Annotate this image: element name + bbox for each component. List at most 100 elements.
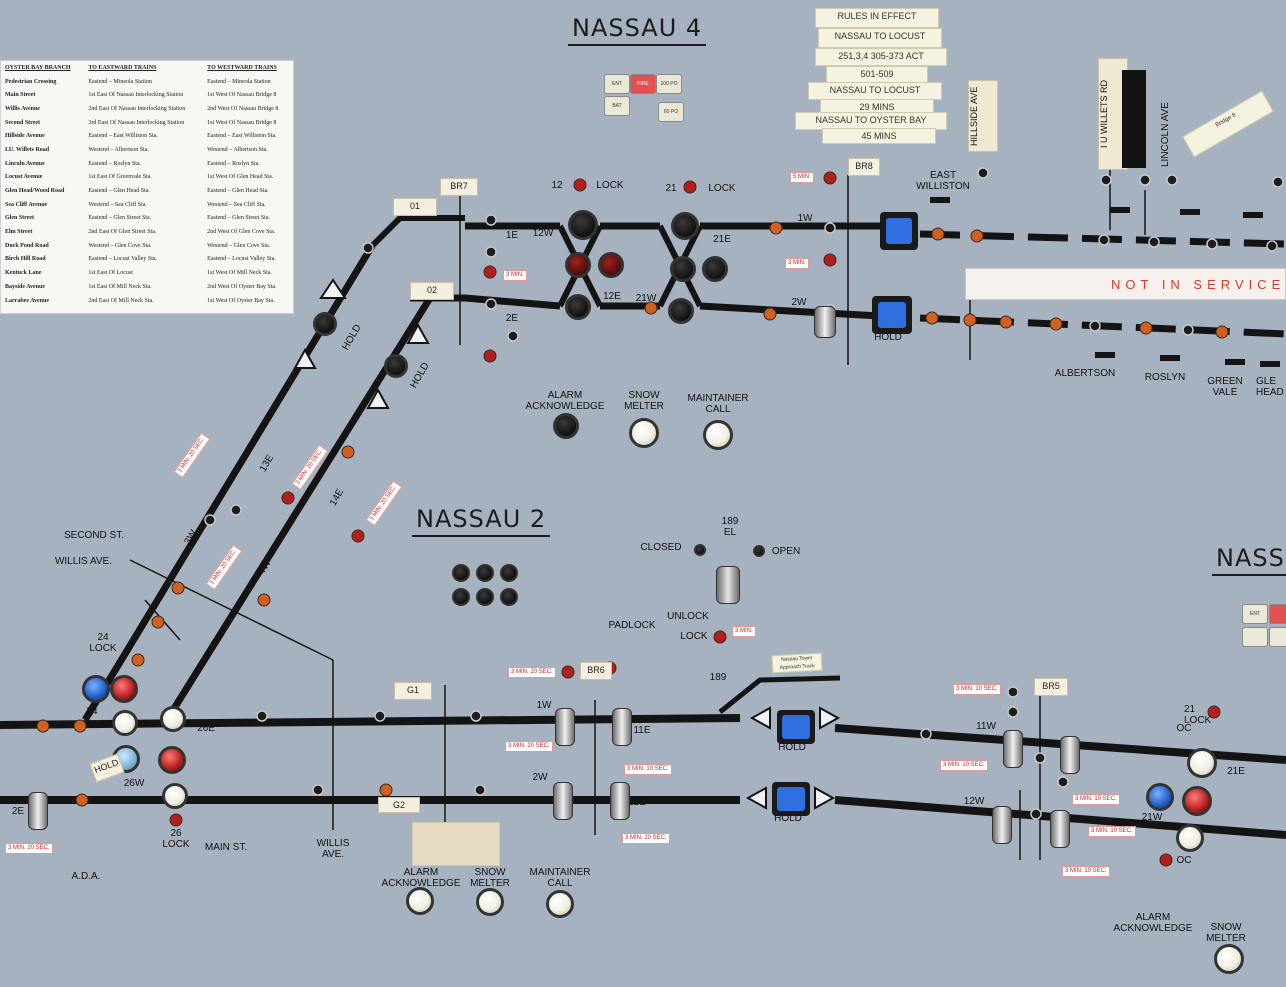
switch-knob-21w[interactable] — [668, 298, 694, 324]
lamp-24-blue — [82, 675, 110, 703]
track-stud — [1034, 752, 1046, 764]
snow-melter-button-lower[interactable] — [476, 888, 504, 916]
label-lock: LOCK — [680, 631, 708, 642]
label-12e-lower: 12E — [628, 797, 646, 808]
switch-lever-2e[interactable] — [28, 792, 48, 830]
six-button-block — [448, 560, 522, 608]
switch-lever-11w[interactable] — [1003, 730, 1023, 768]
indicator-lamp — [483, 349, 497, 363]
timer-tag: 3 MIN. 10 SEC. — [1072, 794, 1120, 805]
timer-tag: 3 MIN. 10 SEC. — [1088, 826, 1136, 837]
timer-tag: 3 MIN. 20 SEC. — [508, 667, 556, 678]
maintainer-call-button-lower[interactable] — [546, 890, 574, 918]
indicator-lamp — [683, 180, 697, 194]
alarm-ack-button-upper[interactable] — [553, 413, 579, 439]
indicator-lamp — [925, 311, 939, 325]
switch-lever-lower-right[interactable] — [1050, 810, 1070, 848]
snow-melter-button-upper[interactable] — [629, 418, 659, 448]
track-stud — [824, 222, 836, 234]
lamp-21-red — [1182, 786, 1212, 816]
hold-knob-1[interactable] — [313, 312, 337, 336]
snow-melter-label-lower: SNOW MELTER — [470, 867, 510, 889]
block-button[interactable] — [500, 564, 518, 582]
rules-line-2: NASSAU TO LOCUST — [818, 28, 942, 48]
switch-lever-12e[interactable] — [610, 782, 630, 820]
signal-arrow-7 — [745, 786, 767, 810]
switch-lever-upper-right[interactable] — [1060, 736, 1080, 774]
hold-knob-2[interactable] — [384, 354, 408, 378]
label-willis-ave: WILLIS AVE. — [54, 556, 112, 567]
po60-key[interactable]: 60 PO — [658, 102, 684, 122]
ent-key-right[interactable]: ENT — [1242, 604, 1268, 624]
notice-cell: Hillside Avenue — [5, 133, 45, 140]
notice-cell: 1st East Of Mill Neck Sta. — [88, 283, 152, 290]
track-stud — [1057, 776, 1069, 788]
timer-tag: 3 MIN. 20 SEC. — [505, 741, 553, 752]
signal-arrow-5 — [749, 706, 771, 730]
maintainer-call-button-upper[interactable] — [703, 420, 733, 450]
gate-lever[interactable] — [716, 566, 740, 604]
indicator-lamp — [341, 445, 355, 459]
label-24: 24 — [86, 706, 98, 717]
alarm-ack-label-upper: ALARM ACKNOWLEDGE — [525, 390, 605, 412]
notice-header: TO EASTWARD TRAINS — [88, 64, 157, 71]
alarm-ack-button-lower[interactable] — [406, 887, 434, 915]
snow-melter-button-right[interactable] — [1214, 944, 1244, 974]
block-button[interactable] — [476, 564, 494, 582]
notice-cell: 2nd West Of Oyster Bay Sta. — [207, 283, 277, 290]
not-in-service-banner: NOT IN SERVICE — [965, 268, 1286, 300]
notice-cell: 1st East Of Greenvale Sta. — [88, 174, 152, 181]
notice-cell: Eastend – Glen Head Sta. — [207, 188, 269, 195]
label-26-lock: 26 LOCK — [162, 828, 190, 850]
track-stud — [1166, 174, 1178, 186]
indicator-lamp — [769, 221, 783, 235]
notice-cell: I.U. Willets Road — [5, 146, 50, 153]
timer-tag: 5 MIN. — [790, 172, 814, 183]
nassau-partial-title: NASS — [1212, 544, 1286, 576]
switch-lever-12w[interactable] — [992, 806, 1012, 844]
bat-key[interactable]: BAT — [604, 96, 630, 116]
notice-cell: Westend – Glen Cove Sta. — [207, 242, 271, 249]
tag-br8: BR8 — [848, 158, 880, 176]
po100-key[interactable]: 100 PO — [656, 74, 682, 94]
tag-g2: G2 — [378, 797, 420, 813]
switch-lever-11e[interactable] — [612, 708, 632, 746]
notice-cell: Willis Avenue — [5, 105, 40, 112]
notice-cell: 1st West Of Glen Head Sta. — [207, 174, 274, 181]
block-button[interactable] — [452, 588, 470, 606]
track-stud — [1100, 174, 1112, 186]
indicator-lamp — [823, 171, 837, 185]
lock-knob-12[interactable] — [568, 210, 598, 240]
maintainer-call-label-upper: MAINTAINER CALL — [687, 393, 749, 415]
fire-key[interactable]: FIRE — [630, 74, 656, 94]
indicator-lamp — [257, 593, 271, 607]
block-button[interactable] — [500, 588, 518, 606]
indicator-lamp — [1215, 325, 1229, 339]
switch-lever-2w[interactable] — [553, 782, 573, 820]
indicator-lamp — [1159, 853, 1173, 867]
switch-lever-2w-upper[interactable] — [814, 306, 836, 338]
track-stud — [1139, 174, 1151, 186]
label-oc-2: OC — [1176, 855, 1192, 866]
lock-knob-21[interactable] — [671, 212, 699, 240]
notice-cell: Eastend – Glen Street Sta. — [207, 215, 270, 222]
fire-key-right[interactable] — [1269, 604, 1286, 624]
label-24-lock: 24 LOCK — [89, 632, 117, 654]
indicator-lamp — [75, 793, 89, 807]
key-right-4[interactable] — [1269, 627, 1286, 647]
snow-melter-label-right: SNOW MELTER — [1206, 922, 1246, 944]
switch-lever-1w[interactable] — [555, 708, 575, 746]
key-right-3[interactable] — [1242, 627, 1268, 647]
timer-tag: 3 MIN. 10 SEC. — [953, 684, 1001, 695]
switch-knob-12e[interactable] — [565, 294, 591, 320]
ent-key[interactable]: ENT — [604, 74, 630, 94]
block-button[interactable] — [476, 588, 494, 606]
label-lock-12: LOCK — [596, 180, 624, 191]
block-button[interactable] — [452, 564, 470, 582]
notice-cell: 2nd East Of Glen Street Sta. — [88, 229, 157, 236]
indicator-lamp — [713, 630, 727, 644]
indicator-lamp — [823, 253, 837, 267]
